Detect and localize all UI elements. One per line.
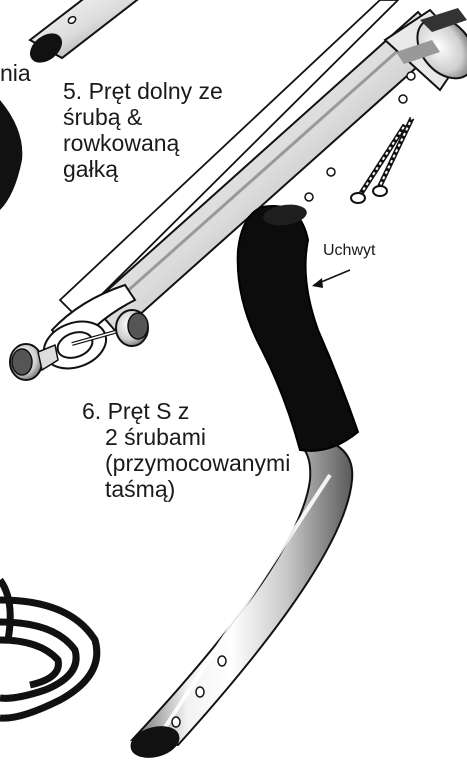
part6-line-1: 6. Pręt S z xyxy=(82,398,290,424)
part5-line-4: gałką xyxy=(63,156,223,182)
part6-line-2: 2 śrubami xyxy=(82,424,290,450)
cord-coil xyxy=(0,580,97,718)
part5-line-2: śrubą & xyxy=(63,104,223,130)
screws xyxy=(351,118,412,203)
part6-line-3: (przymocowanymi xyxy=(82,450,290,476)
grip-pointer-arrow xyxy=(312,270,350,288)
part5-line-1: 5. Pręt dolny ze xyxy=(63,78,223,104)
upper-tube-end xyxy=(26,0,150,67)
part6-label: 6. Pręt S z 2 śrubami (przymocowanymi ta… xyxy=(82,398,290,502)
partial-label-top-left: nia xyxy=(0,60,31,86)
left-dark-part xyxy=(0,100,22,210)
grip-label: Uchwyt xyxy=(323,242,375,260)
part5-line-3: rowkowaną xyxy=(63,130,223,156)
part5-label: 5. Pręt dolny ze śrubą & rowkowaną gałką xyxy=(63,78,223,182)
part6-line-4: taśmą) xyxy=(82,476,290,502)
